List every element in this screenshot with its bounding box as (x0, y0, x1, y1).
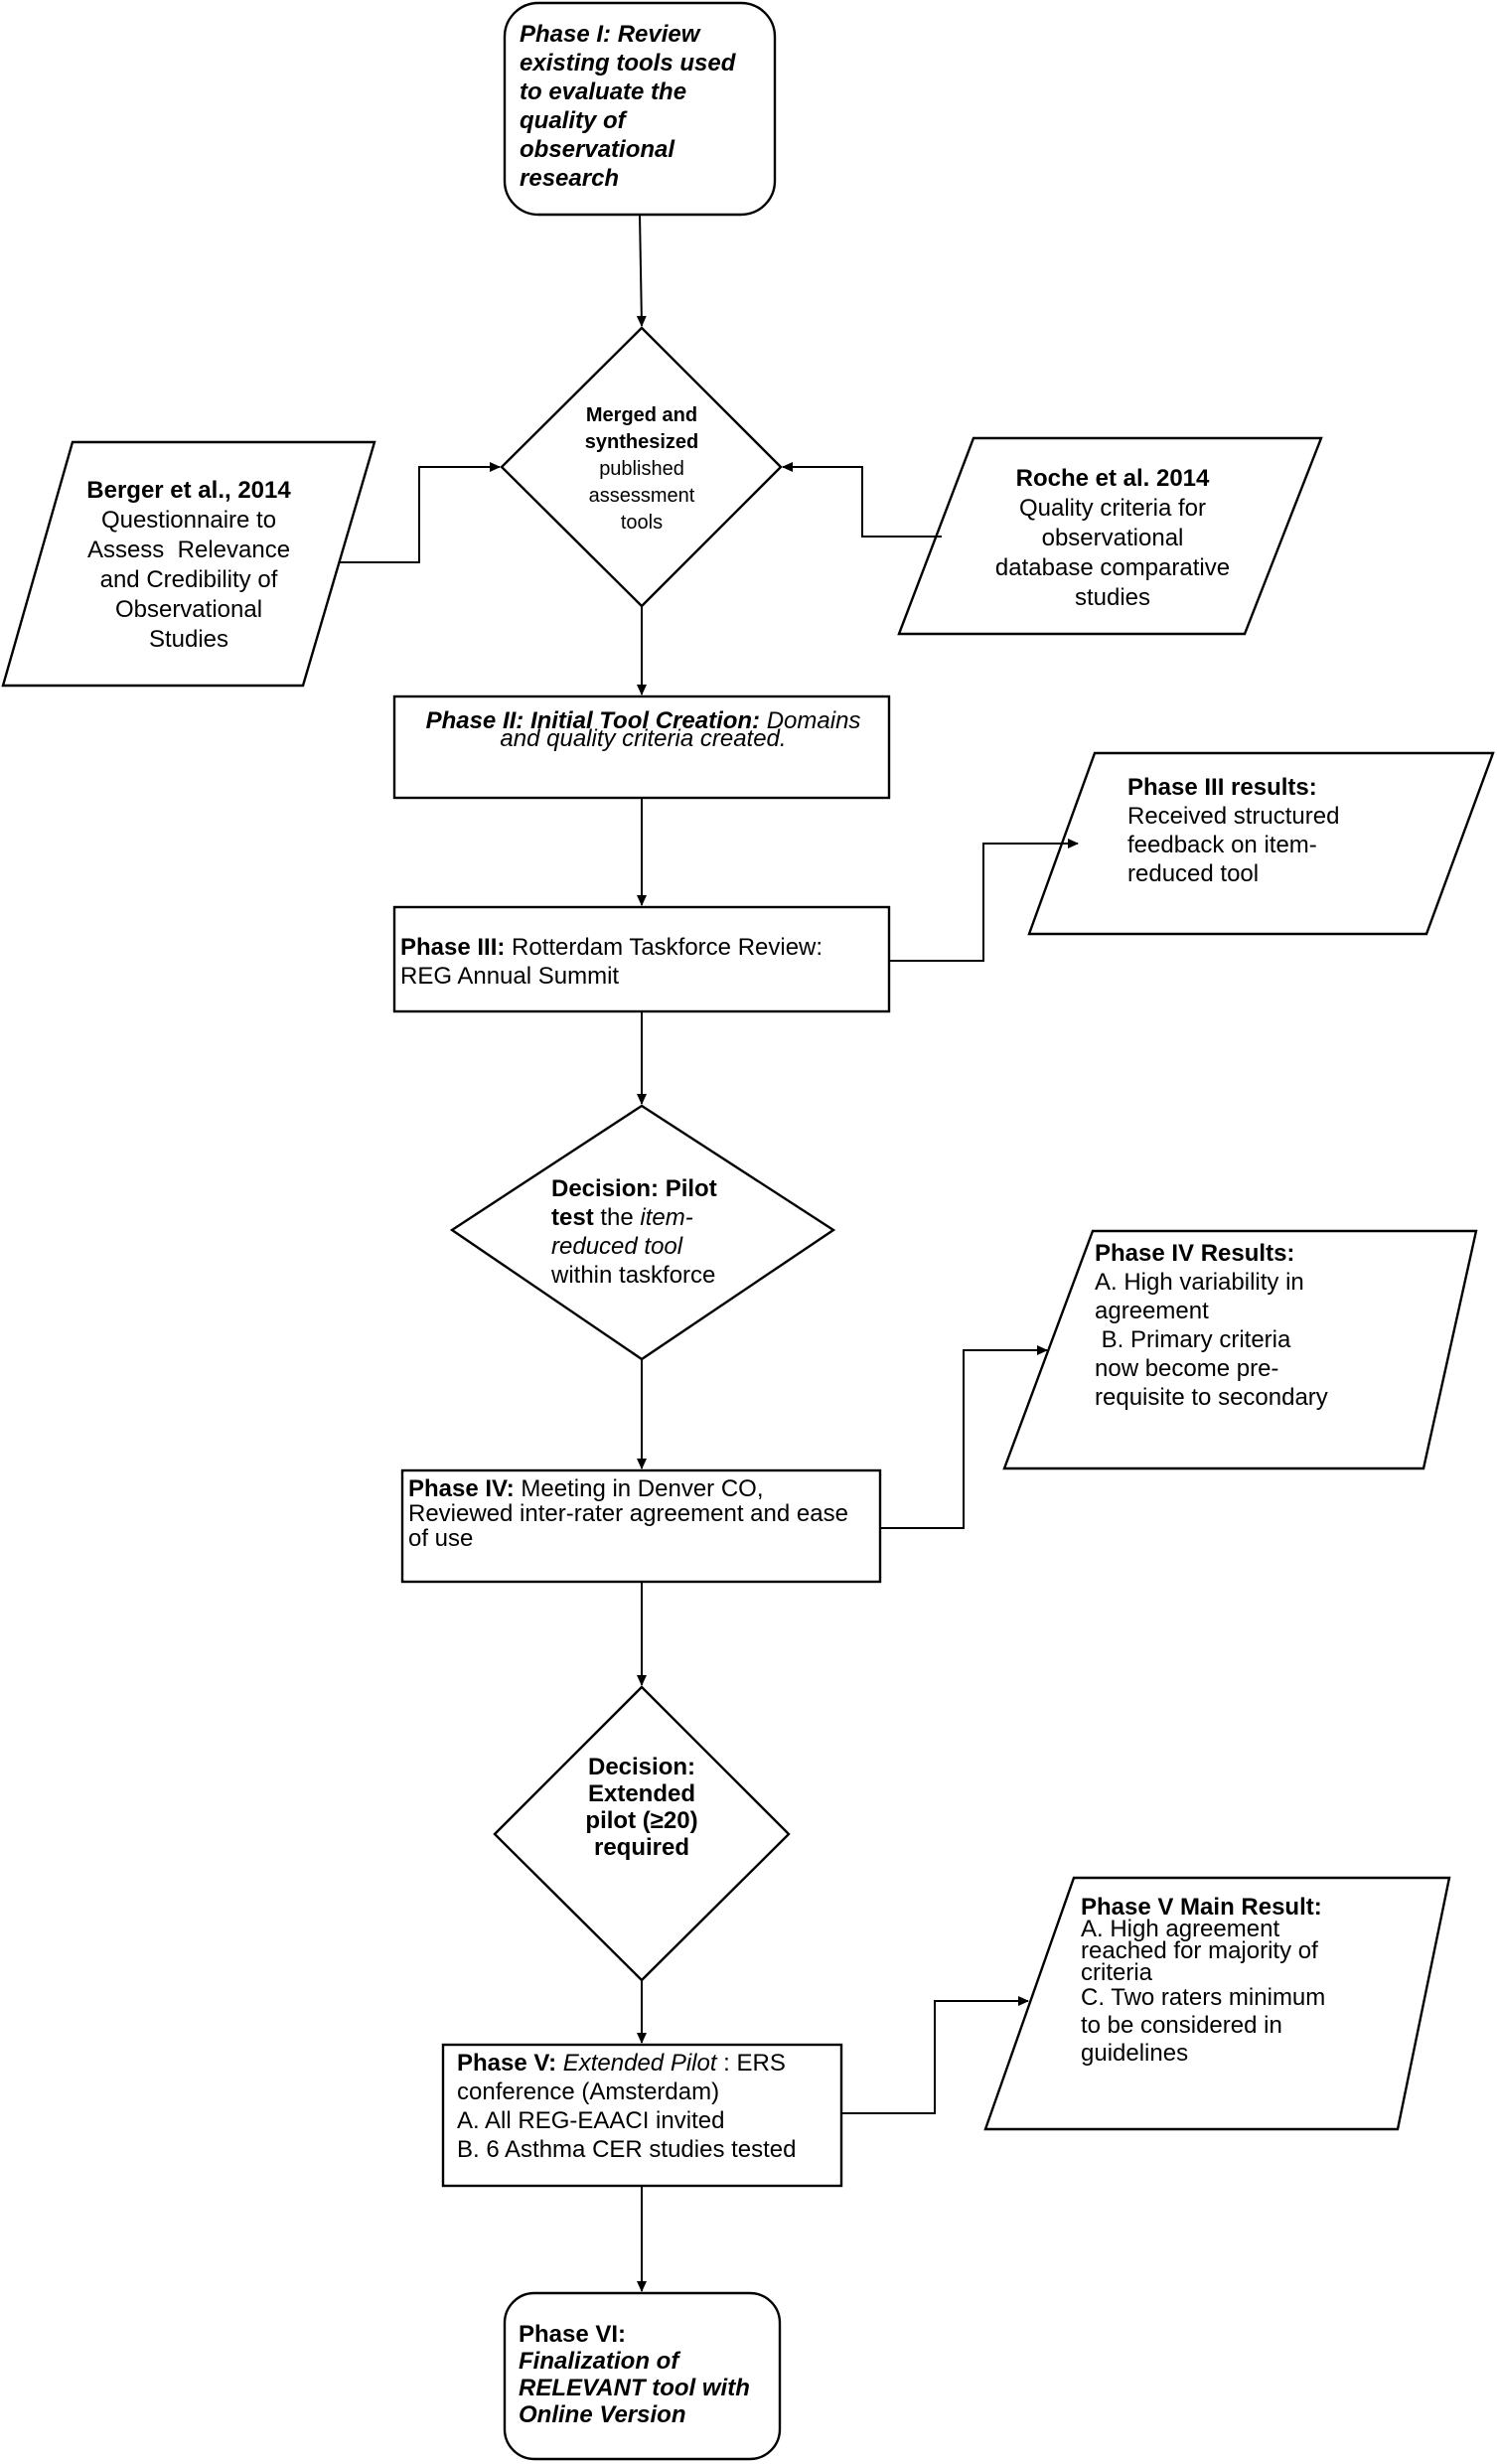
phase5-results-line: C. Two raters minimum (1081, 1984, 1326, 2011)
merged-line: tools (620, 512, 664, 534)
phase1-line: research (520, 165, 620, 192)
berger-line: and Credibility of (99, 566, 278, 593)
phase2-line2: and quality criteria created. (500, 725, 787, 752)
phase3-results-text: Phase III results: Received structured f… (1127, 773, 1425, 888)
phase1-text: Phase I: Review existing tools used to e… (520, 20, 768, 193)
phase6-text: Phase VI: Finalization of RELEVANT tool … (519, 2321, 777, 2428)
connector-phase1-to-merged (636, 214, 647, 327)
merged-line: published (599, 458, 684, 480)
phase4-results-line: agreement (1095, 1298, 1209, 1324)
berger-line: Observational (114, 596, 263, 623)
phase2-label: Phase II: Initial Tool Creation: (425, 707, 761, 734)
phase3-text: Phase III: Rotterdam Taskforce Review: R… (400, 933, 887, 991)
phase6-box (503, 2291, 782, 2461)
berger-title: Berger et al., 2014 (86, 477, 291, 504)
phase5-results-title: Phase V Main Result: (1081, 1894, 1322, 1921)
decision1-bold2: test (551, 1204, 594, 1231)
roche-line: Quality criteria for (1018, 495, 1207, 522)
phase5-results-line: to be considered in (1081, 2012, 1282, 2039)
merged-line: assessment (588, 485, 695, 507)
phase3-box (392, 905, 891, 1013)
berger-line: Studies (148, 626, 229, 653)
connector-phase5-to-results (841, 1996, 1029, 2114)
berger-parallelogram (1, 440, 376, 688)
decision2-line: Decision: (587, 1754, 696, 1780)
merged-text: Merged and synthesized published assessm… (542, 402, 741, 537)
decision2-line: required (593, 1834, 690, 1861)
phase6-line: Online Version (519, 2401, 686, 2428)
phase1-line: quality of (520, 107, 626, 134)
decision1-line1: Decision: Pilot (551, 1175, 717, 1202)
phase4-results-line: B. Primary criteria (1095, 1326, 1291, 1353)
phase4-results-text: Phase IV Results: A. High variability in… (1095, 1239, 1422, 1412)
phase5-box (441, 2043, 843, 2188)
phase3-results-line: feedback on item- (1127, 832, 1317, 858)
phase3-line2: REG Annual Summit (400, 963, 620, 990)
phase6-line: RELEVANT tool with (519, 2375, 750, 2401)
phase5-results-parallelogram (983, 1876, 1451, 2131)
phase5-line4: B. 6 Asthma CER studies tested (457, 2136, 797, 2163)
phase5-results-line: reached for majority of (1081, 1937, 1318, 1964)
phase4-label: Phase IV: (408, 1475, 515, 1502)
decision1-line3: reduced tool (551, 1233, 683, 1260)
roche-text: Roche et al. 2014 Quality criteria for o… (964, 464, 1262, 613)
roche-parallelogram (897, 436, 1323, 636)
berger-line: Assess Relevance (86, 537, 291, 563)
decision1-italic2: item- (640, 1204, 693, 1231)
phase4-results-line: A. High variability in (1095, 1269, 1304, 1296)
phase4-results-line: requisite to secondary (1095, 1384, 1328, 1411)
decision1-line4: within taskforce (551, 1262, 716, 1289)
phase3-label: Phase III: (400, 934, 506, 961)
phase4-line2: Reviewed inter-rater agreement and ease (408, 1500, 848, 1527)
phase3-results-title: Phase III results: (1127, 774, 1317, 801)
roche-line: database comparative (994, 554, 1231, 581)
phase5-line3: A. All REG-EAACI invited (457, 2107, 725, 2134)
phase4-rest: Meeting in Denver CO, (514, 1475, 764, 1502)
phase3-results-parallelogram (1027, 751, 1495, 936)
berger-line: Questionnaire to (100, 507, 277, 534)
roche-title: Roche et al. 2014 (1015, 465, 1210, 492)
phase1-line: observational (520, 136, 675, 163)
connector-roche-to-merged (782, 462, 942, 538)
phase5-results-line: guidelines (1081, 2040, 1189, 2067)
phase5-italic: Extended Pilot (556, 2050, 717, 2077)
roche-line: studies (1074, 584, 1151, 611)
roche-line: observational (1041, 525, 1184, 551)
phase2-box (392, 694, 891, 800)
phase3-results-line: Received structured (1127, 803, 1340, 830)
merged-line: Merged and (585, 404, 698, 426)
phase6-line: Finalization of (519, 2348, 679, 2375)
decision2-line: Extended (587, 1780, 696, 1807)
phase1-line: to evaluate the (520, 78, 687, 105)
phase1-line: Phase I: Review (520, 21, 700, 48)
phase5-line2: conference (Amsterdam) (457, 2079, 720, 2105)
decision1-rest2: the (593, 1204, 641, 1231)
phase5-rest: : ERS (716, 2050, 786, 2077)
connector-berger-to-merged (340, 462, 501, 563)
phase5-results-line: A. High agreement (1081, 1916, 1280, 1942)
phase4-results-title: Phase IV Results: (1095, 1240, 1295, 1267)
berger-text: Berger et al., 2014 Questionnaire to Ass… (60, 476, 318, 655)
phase4-results-line: now become pre- (1095, 1355, 1279, 1382)
phase6-title: Phase VI: (519, 2321, 627, 2348)
phase4-results-parallelogram (1002, 1229, 1478, 1470)
phase5-text: Phase V: Extended Pilot : ERS conference… (457, 2049, 839, 2164)
phase2-text: Phase II: Initial Tool Creation: Domains… (397, 709, 889, 752)
decision2-line: pilot (≥20) (585, 1807, 698, 1834)
connector-phase4-to-results (880, 1345, 1048, 1529)
phase1-line: existing tools used (520, 50, 736, 77)
phase5-label: Phase V: (457, 2050, 557, 2077)
phase5-results-text: Phase V Main Result: A. High agreement r… (1081, 1894, 1409, 2068)
connector-phase3-to-results (889, 839, 1079, 962)
phase4-line3: of use (408, 1525, 474, 1552)
merged-line: synthesized (584, 431, 699, 453)
phase4-text: Phase IV: Meeting in Denver CO, Reviewed… (408, 1476, 875, 1551)
phase3-results-line: reduced tool (1127, 860, 1260, 887)
phase5-results-line: criteria (1081, 1959, 1153, 1986)
phase2-rest: Domains (760, 707, 861, 734)
phase3-rest: Rotterdam Taskforce Review: (505, 934, 823, 961)
decision2-text: Decision: Extended pilot (≥20) required (542, 1754, 741, 1861)
decision1-text: Decision: Pilot test the item- reduced t… (551, 1174, 790, 1290)
